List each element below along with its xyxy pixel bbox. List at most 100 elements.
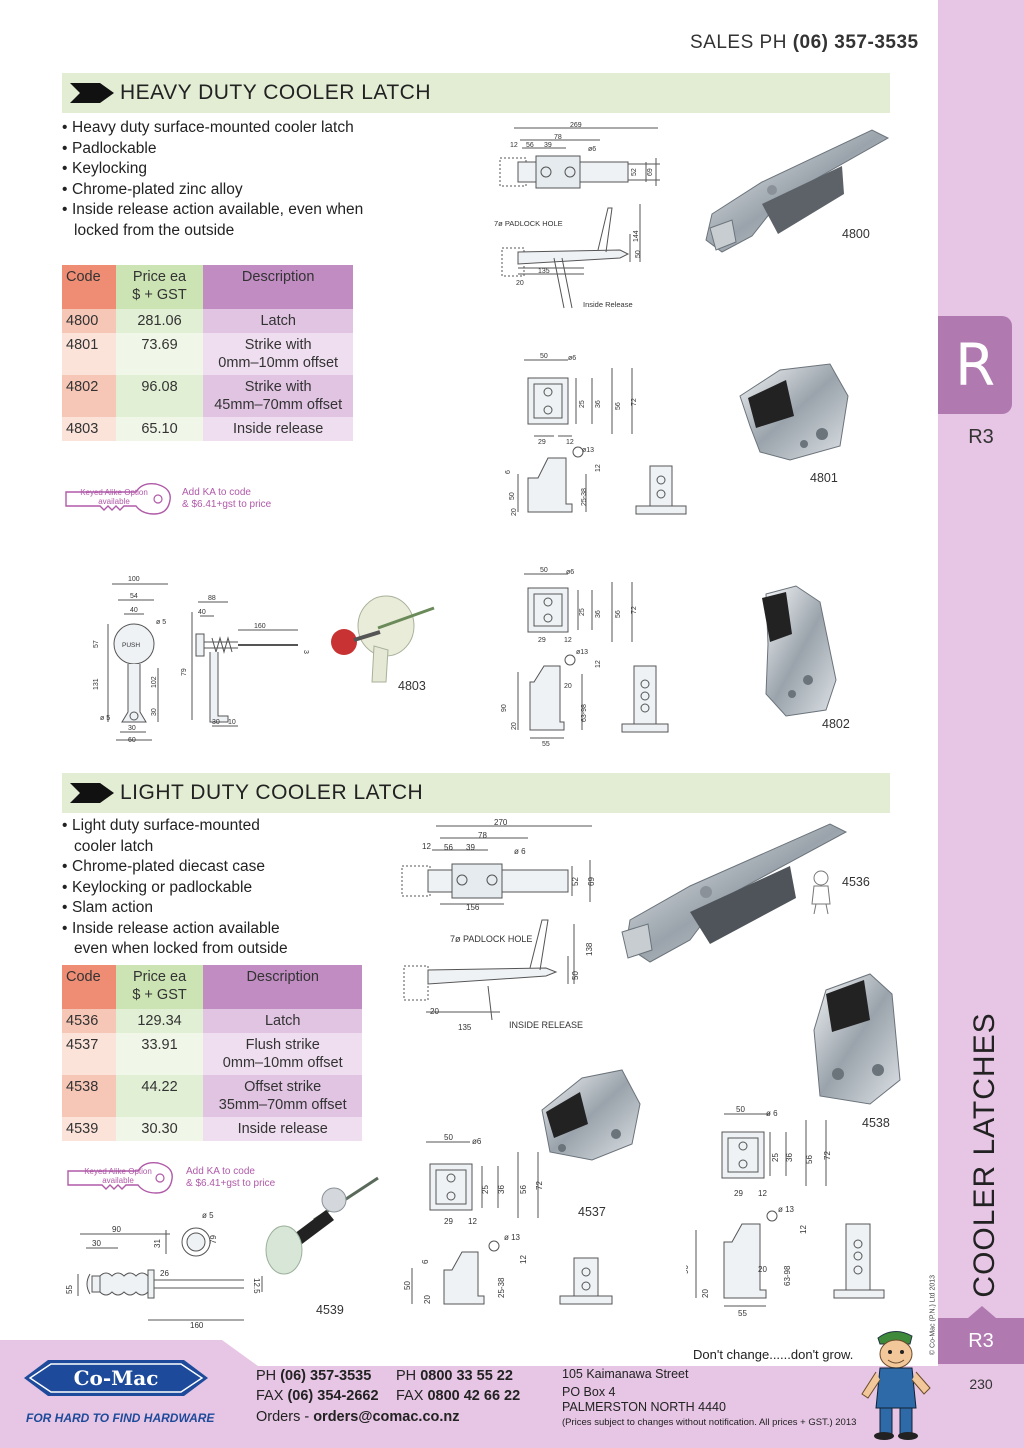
svg-text:12: 12 — [566, 439, 574, 446]
part-label-4800: 4800 — [842, 227, 870, 241]
cell-description: Latch — [203, 309, 353, 333]
footer-address: 105 Kaimanawa Street PO Box 4 PALMERSTON… — [562, 1367, 857, 1428]
svg-text:78: 78 — [478, 831, 487, 840]
part-label-4803: 4803 — [398, 679, 426, 693]
part-label-4539: 4539 — [316, 1303, 344, 1317]
section-rail — [938, 0, 1024, 1448]
svg-text:ø 6: ø 6 — [766, 1109, 778, 1118]
svg-text:50: 50 — [403, 1281, 412, 1290]
heavy-duty-price-table: Code Price ea$ + GST Description 4800 28… — [62, 265, 353, 441]
table-row: 4803 65.10 Inside release — [62, 417, 353, 441]
svg-text:ø 5: ø 5 — [156, 619, 166, 626]
svg-text:20: 20 — [701, 1289, 710, 1298]
keyed-alike-note: Add KA to code& $6.41+gst to price — [186, 1166, 276, 1189]
cell-description: Latch — [203, 1009, 362, 1033]
svg-text:12: 12 — [595, 464, 602, 472]
svg-text:50: 50 — [444, 1133, 453, 1142]
svg-text:25-38: 25-38 — [581, 488, 588, 506]
svg-text:ø 13: ø 13 — [504, 1233, 521, 1242]
heavy-duty-features: Heavy duty surface-mounted cooler latch … — [62, 118, 363, 241]
col-price-header: Price ea$ + GST — [115, 265, 204, 309]
footer-freephone: PH 0800 33 55 22 — [396, 1368, 513, 1384]
svg-text:78: 78 — [554, 134, 562, 141]
col-price-header: Price ea$ + GST — [115, 965, 204, 1009]
feature-item: Heavy duty surface-mounted cooler latch — [62, 118, 363, 139]
svg-text:56: 56 — [444, 843, 453, 852]
table-row: 4539 30.30 Inside release — [62, 1117, 362, 1141]
section-code: R3 — [968, 426, 994, 448]
svg-text:12: 12 — [468, 1217, 477, 1226]
light-duty-price-table: Code Price ea$ + GST Description 4536 12… — [62, 965, 362, 1141]
strike-4802-photo — [762, 585, 837, 717]
svg-text:40: 40 — [198, 609, 206, 616]
svg-text:36: 36 — [595, 400, 602, 408]
part-label-4801: 4801 — [810, 471, 838, 485]
inside-release-label: INSIDE RELEASE — [509, 1020, 584, 1030]
svg-text:36: 36 — [497, 1185, 506, 1194]
svg-text:69: 69 — [647, 168, 654, 176]
svg-text:270: 270 — [494, 818, 508, 827]
feature-item: Keylocking or padlockable — [62, 878, 288, 899]
strike-4802-end-view — [621, 665, 669, 733]
svg-text:36: 36 — [595, 610, 602, 618]
feature-item: Chrome-plated diecast case — [62, 857, 288, 878]
cell-code: 4539 — [62, 1117, 116, 1141]
push-button-label: PUSH — [122, 642, 140, 649]
mascot-small-icon — [811, 870, 831, 915]
svg-text:Co-Mac: Co-Mac — [74, 1366, 159, 1390]
svg-text:20: 20 — [511, 722, 518, 730]
part-label-4802: 4802 — [822, 717, 850, 731]
svg-text:160: 160 — [190, 1321, 204, 1330]
key-icon — [67, 1161, 173, 1194]
svg-text:12: 12 — [510, 142, 518, 149]
svg-text:30: 30 — [92, 1239, 101, 1248]
svg-text:79: 79 — [181, 668, 188, 676]
cell-code: 4802 — [62, 375, 116, 417]
orders-email-link[interactable]: orders@comac.co.nz — [313, 1409, 460, 1425]
cell-price: 30.30 — [115, 1117, 204, 1141]
svg-text:90: 90 — [501, 704, 508, 712]
svg-text:ø 5: ø 5 — [202, 1211, 214, 1220]
svg-text:69: 69 — [587, 877, 596, 886]
feature-item: Inside release action available — [62, 919, 288, 940]
col-description-header: Description — [203, 265, 353, 309]
col-description-header: Description — [203, 965, 362, 1009]
strike-4538-end-view — [833, 1223, 885, 1299]
svg-text:138: 138 — [585, 942, 594, 956]
svg-text:54: 54 — [130, 593, 138, 600]
svg-text:20: 20 — [564, 683, 572, 690]
heavy-duty-title: HEAVY DUTY COOLER LATCH — [120, 81, 432, 104]
strike-4537-photo — [541, 1069, 641, 1161]
svg-text:56: 56 — [805, 1155, 814, 1164]
svg-text:50: 50 — [736, 1105, 745, 1114]
footer-phone: PH (06) 357-3535 — [256, 1368, 372, 1384]
svg-text:30: 30 — [151, 708, 158, 716]
svg-text:20: 20 — [516, 280, 524, 287]
section-letter-tab: R — [938, 316, 1012, 414]
light-duty-title: LIGHT DUTY COOLER LATCH — [120, 781, 424, 804]
svg-text:55: 55 — [65, 1285, 74, 1294]
svg-text:ø13: ø13 — [576, 649, 588, 656]
cell-price: 44.22 — [115, 1075, 204, 1117]
light-duty-features: Light duty surface-mounted cooler latch … — [62, 816, 288, 960]
part-label-4538: 4538 — [862, 1116, 890, 1130]
svg-text:52: 52 — [571, 877, 580, 886]
svg-text:72: 72 — [631, 606, 638, 614]
svg-text:10: 10 — [228, 719, 236, 726]
cell-price: 65.10 — [115, 417, 204, 441]
latch-4536-photo — [621, 823, 848, 963]
svg-text:72: 72 — [535, 1181, 544, 1190]
svg-text:72: 72 — [631, 398, 638, 406]
feature-item: Keylocking — [62, 159, 363, 180]
svg-text:50: 50 — [635, 250, 642, 258]
feature-item: Padlockable — [62, 139, 363, 160]
svg-text:12: 12 — [422, 842, 431, 851]
svg-text:39: 39 — [544, 142, 552, 149]
